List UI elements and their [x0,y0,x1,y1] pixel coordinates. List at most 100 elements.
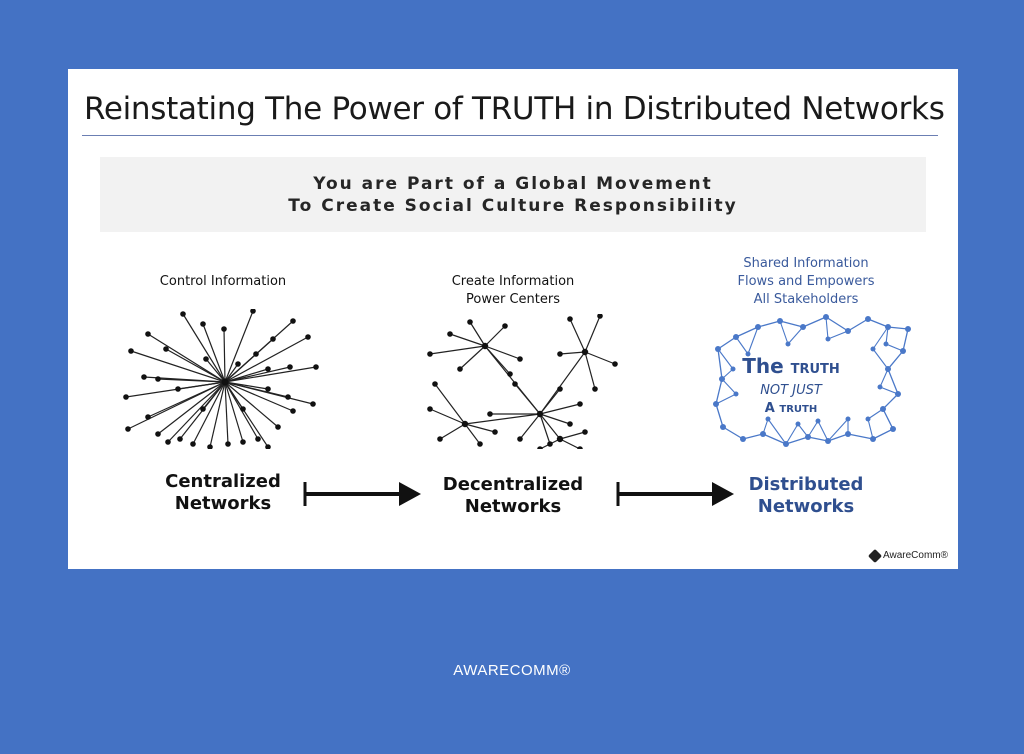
centralized-node [200,321,206,327]
distributed-edge [885,343,904,352]
arrow-centralized-to-decentralized [303,482,421,506]
decentralized-edge [429,345,486,355]
distributed-label: Distributed Networks [726,474,886,518]
distributed-node [870,436,876,442]
centralized-label-line-2: Networks [174,493,272,514]
decentralized-caption: Create Information Power Centers [423,273,603,309]
distributed-node [713,401,719,407]
banner-line-2: To Create Social Culture Responsibility [288,195,738,216]
decentralized-node [427,351,433,357]
cube-icon [867,548,883,563]
centralized-node [240,406,246,412]
decentralized-edge [429,408,466,425]
centralized-node [221,326,227,332]
truth-the: The [742,354,784,378]
centralized-edge [224,363,239,383]
distributed-node [755,324,761,330]
awarecomm-logo: AwareComm® [867,548,948,563]
truth-statement: The TRUTH NOT JUST A TRUTH [736,354,846,419]
decentralized-node [507,371,513,377]
distributed-edge [887,368,899,395]
centralized-node [225,441,231,447]
distributed-edge [742,433,764,440]
distributed-node [733,391,739,397]
decentralized-node [557,351,563,357]
decentralized-node [577,446,583,449]
centralized-node [123,394,129,400]
decentralized-node [567,316,573,322]
distributed-edge [827,330,849,340]
distributed-node [865,416,871,422]
centralized-edge [224,381,244,443]
distributed-node [825,438,831,444]
centralized-node [125,426,131,432]
truth-word: TRUTH [790,362,840,377]
centralized-node [310,401,316,407]
arrow-decentralized-to-distributed [616,482,734,506]
decentralized-edge [539,413,561,440]
truth-a: A [764,401,775,416]
centralized-node [163,346,169,352]
distributed-node [900,348,906,354]
centralized-edge [223,328,226,383]
centralized-node [155,376,161,382]
distributed-node [845,328,851,334]
decentralized-hub-node [481,342,489,350]
decentralized-hub-node [461,420,469,428]
decentralized-node [537,446,543,449]
centralized-node [290,318,296,324]
centralized-node [265,444,271,449]
centralized-edge [192,381,226,445]
decentralized-node [457,366,463,372]
distributed-edge [785,436,809,445]
distributed-label-line-1: Distributed [748,474,864,495]
distributed-caption-line-1: Shared Information [743,256,869,271]
distributed-edge [787,326,804,345]
centralized-caption: Control Information [138,273,308,291]
distributed-node [740,436,746,442]
decentralized-edge [439,423,466,440]
distributed-node [783,441,789,447]
distributed-node [800,324,806,330]
decentralized-caption-line-1: Create Information [451,274,575,289]
centralized-node [235,361,241,367]
centralized-edge [224,310,254,383]
centralized-edge [224,381,269,390]
centralized-node [290,408,296,414]
distributed-node [765,416,771,422]
centralized-node [165,439,171,445]
centralized-node [285,394,291,400]
centralized-edge [224,366,317,383]
distributed-edge [747,326,759,355]
decentralized-label-line-1: Decentralized [442,474,584,495]
distributed-edge [817,420,829,442]
decentralized-node [437,436,443,442]
decentralized-node [447,331,453,337]
decentralized-edge [584,315,601,353]
distributed-edge [847,318,869,332]
truth-word-2: TRUTH [779,404,818,415]
distributed-edge [715,403,724,428]
distributed-edge [717,348,723,380]
decentralized-network-graph [427,314,618,449]
centralized-node [313,364,319,370]
decentralized-edge [464,413,541,425]
decentralized-edge [584,351,616,365]
distributed-edge [879,368,889,388]
distributed-node [745,351,751,357]
centralized-edge [147,381,226,418]
distributed-edge [721,378,737,395]
decentralized-node [427,406,433,412]
centralized-node [141,374,147,380]
centralized-edge [202,381,226,410]
distributed-node [895,391,901,397]
decentralized-label: Decentralized Networks [433,474,593,518]
decentralized-edge [569,318,586,353]
decentralized-node [477,441,483,447]
movement-banner: You are Part of a Global Movement To Cre… [100,157,926,232]
decentralized-edge [459,345,486,370]
centralized-edge [224,381,289,398]
distributed-node [823,314,829,320]
decentralized-caption-line-2: Power Centers [466,292,560,307]
distributed-edge [872,348,889,370]
